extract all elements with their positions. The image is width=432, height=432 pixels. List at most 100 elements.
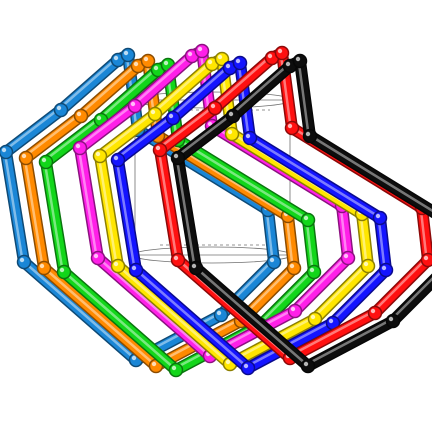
joint-highlight [95,151,101,157]
joint-highlight [243,363,249,369]
joint-highlight [225,359,231,365]
tube-highlight [175,58,432,366]
joint-highlight [173,255,179,261]
joint-highlight [153,65,159,71]
joint-highlight [39,263,45,269]
joint-sphere [147,106,163,122]
joint-sphere [18,150,34,166]
joint-highlight [191,263,197,269]
joint-highlight [285,61,291,67]
joint-highlight [289,263,295,269]
joint-sphere [38,154,54,170]
joint-highlight [210,103,216,109]
joint-sphere [194,43,210,59]
joint-highlight [305,131,311,137]
joint-sphere [53,102,69,118]
joint-highlight [21,153,27,159]
joint-sphere [300,358,316,374]
joint-highlight [245,133,251,139]
joint-highlight [96,115,102,121]
joint-highlight [267,53,273,59]
joint-highlight [269,257,275,263]
joint-sphere [287,303,303,319]
joint-sphere [242,130,258,146]
joint-highlight [225,63,231,69]
joint-highlight [93,253,99,259]
joint-sphere [36,260,52,276]
joint-sphere [232,55,248,71]
joint-highlight [295,56,301,62]
joint-sphere [360,258,376,274]
joint-sphere [240,360,256,376]
joint-sphere [90,250,106,266]
joint-highlight [168,113,174,119]
joint-highlight [370,308,376,314]
joint-highlight [197,46,203,52]
joint-sphere [128,262,144,278]
joint-sphere [286,260,302,276]
joint-sphere [170,252,186,268]
joint-highlight [113,261,119,267]
joint-highlight [277,48,283,54]
joint-highlight [290,306,296,312]
joint-highlight [143,56,149,62]
joint-highlight [228,111,234,117]
joint-sphere [72,140,88,156]
joint-sphere [152,142,168,158]
joint-highlight [131,355,137,361]
joint-sphere [188,260,204,276]
joint-highlight [207,121,213,127]
joint-highlight [309,267,315,273]
joint-highlight [113,55,119,61]
joint-sphere [372,210,388,226]
joint-highlight [41,157,47,163]
joint-sphere [302,128,318,144]
joint-highlight [155,145,161,151]
joint-highlight [76,111,82,117]
joint-highlight [303,215,309,221]
joint-sphere [378,262,394,278]
joint-sphere [168,362,184,378]
joint-highlight [287,123,293,129]
joint-sphere [224,126,240,142]
joint-highlight [217,54,223,60]
joint-highlight [130,101,136,107]
joint-highlight [133,61,139,67]
joint-sphere [340,250,356,266]
joint-sphere [225,108,241,124]
joint-highlight [171,365,177,371]
joint-highlight [388,316,394,322]
joint-sphere [73,108,89,124]
joint-highlight [173,153,179,159]
joint-sphere [213,307,229,323]
joint-sphere [16,254,32,270]
joint-highlight [303,361,309,367]
joint-highlight [328,318,334,324]
joint-sphere [127,98,143,114]
joint-highlight [1,147,7,153]
joint-sphere [367,305,383,321]
joint-highlight [59,267,65,273]
joint-sphere [92,148,108,164]
joint-highlight [56,105,62,111]
joint-sphere [165,110,181,126]
joint-sphere [56,264,72,280]
joint-highlight [343,253,349,259]
joint-highlight [363,261,369,267]
joint-sphere [300,212,316,228]
joint-highlight [19,257,25,263]
joint-highlight [151,361,157,367]
joint-highlight [187,51,193,57]
joint-sphere [0,144,14,160]
joint-sphere [110,258,126,274]
joint-highlight [113,155,119,161]
joint-highlight [75,143,81,149]
joint-highlight [381,265,387,271]
joint-highlight [423,255,429,261]
joint-highlight [375,213,381,219]
joint-highlight [150,109,156,115]
loop-black [170,53,432,374]
joint-sphere [306,264,322,280]
loop-blue [110,55,394,376]
